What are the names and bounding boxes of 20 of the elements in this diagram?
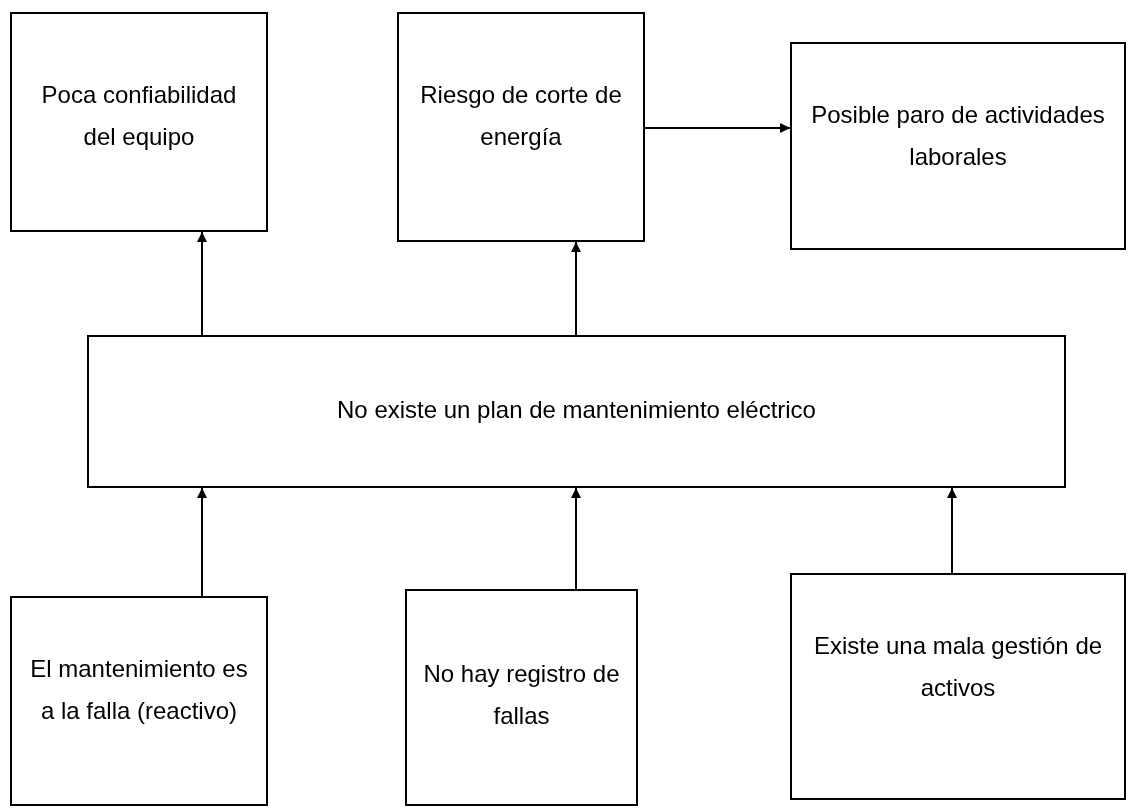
box-text: Posible paro de actividades laborales — [810, 100, 1106, 172]
arrow — [947, 487, 957, 574]
arrow — [197, 487, 207, 597]
process-box — [790, 573, 1126, 800]
arrow — [644, 123, 791, 133]
box-text: No existe un plan de mantenimiento eléctrico — [337, 395, 816, 425]
process-box — [87, 335, 1066, 488]
process-box — [405, 589, 638, 806]
process-box — [10, 596, 268, 806]
arrow — [197, 231, 207, 336]
box-text: Poca confiabilidad del equipo — [40, 80, 238, 152]
process-box — [10, 12, 268, 232]
process-box — [790, 42, 1126, 250]
box-text: El mantenimiento es a la falla (reactivo) — [29, 654, 249, 726]
process-box — [397, 12, 645, 242]
arrow — [571, 241, 581, 336]
box-text: No hay registro de fallas — [422, 659, 621, 731]
box-text: Existe una mala gestión de activos — [812, 631, 1104, 703]
arrow — [571, 487, 581, 590]
box-text: Riesgo de corte de energía — [419, 80, 623, 152]
